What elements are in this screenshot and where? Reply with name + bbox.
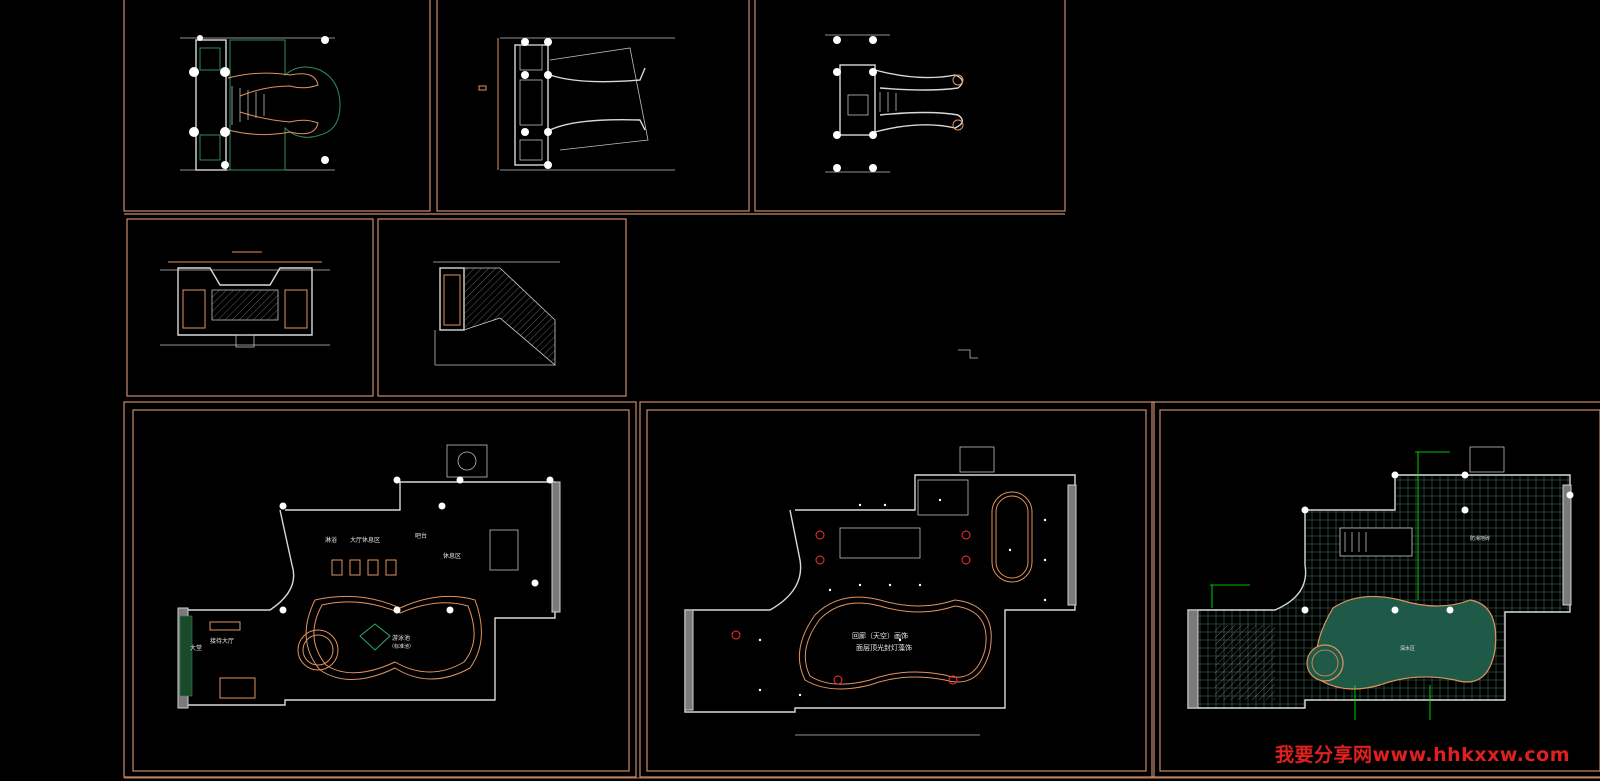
- label-floor-tile: 防滑地砖: [1470, 535, 1490, 542]
- detail-stair-section: [433, 261, 560, 366]
- detail-staircase-plan-1: [180, 35, 341, 171]
- label-lobby: 大堂: [190, 644, 202, 652]
- site-watermark: 我要分享网www.hhkxxw.com: [1274, 744, 1570, 766]
- detail-entrance-elevation: [160, 251, 330, 348]
- label-ceiling-title: 回廊（天空）画饰: [852, 631, 908, 640]
- label-shower: 淋浴: [325, 536, 337, 544]
- small-stray-mark: [958, 349, 978, 359]
- label-reception: 接待大厅: [210, 637, 234, 645]
- label-rest: 休息区: [443, 552, 461, 560]
- label-pool: 游泳池: [392, 634, 410, 642]
- floor-plan-2-ceiling: 回廊（天空）画饰 面层顶光封灯藻饰: [684, 446, 1077, 736]
- label-pool-sub: （标准池）: [389, 643, 414, 650]
- sheet-frames: [123, 0, 1600, 779]
- label-bar: 吧台: [415, 532, 427, 540]
- label-lounge: 大厅休息区: [350, 536, 380, 544]
- detail-staircase-elevation: [478, 37, 675, 171]
- detail-staircase-plan-2: [825, 34, 964, 173]
- label-ceiling-subtitle: 面层顶光封灯藻饰: [856, 643, 912, 652]
- floor-plan-3-tiling: 防滑地砖 深水区: [1187, 446, 1574, 720]
- floor-plan-1: 吧台 休息区 淋浴 大厅休息区 接待大厅 大堂 游泳池 （标准池）: [177, 444, 561, 709]
- label-deep-zone: 深水区: [1400, 645, 1415, 652]
